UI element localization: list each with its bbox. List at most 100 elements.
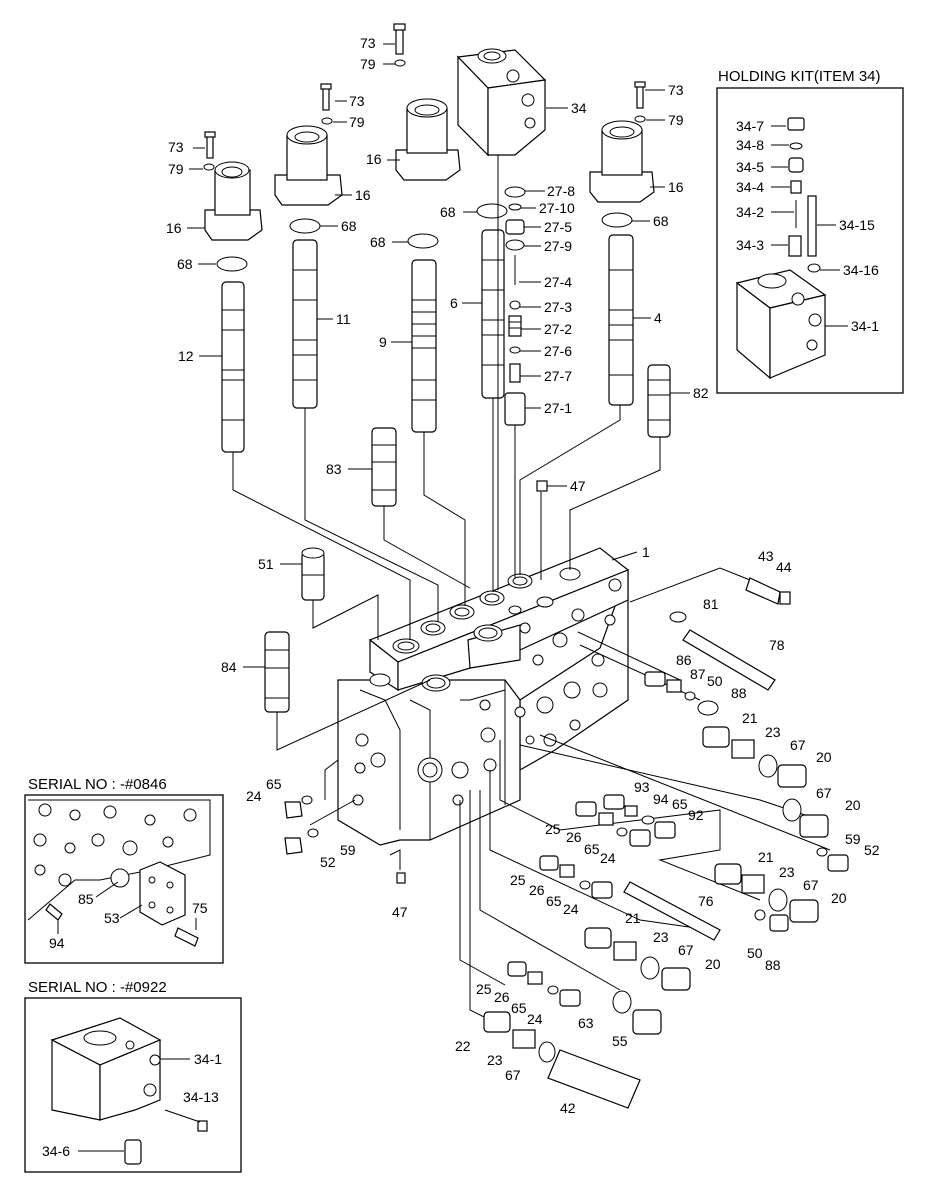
- callout-81: 81: [703, 596, 719, 612]
- kit-callout-34-2: 34-2: [736, 204, 764, 220]
- callout-65: 65: [584, 841, 600, 857]
- callout-65: 65: [546, 893, 562, 909]
- callout-93: 93: [634, 779, 650, 795]
- o-rings-68: [216, 203, 633, 272]
- callout-12: 12: [178, 348, 194, 364]
- callout-73: 73: [360, 35, 376, 51]
- callout-27-7: 27-7: [544, 368, 572, 384]
- callout-76: 76: [698, 893, 714, 909]
- serial-0922-title: SERIAL NO : -#0922: [28, 979, 167, 996]
- callout-21: 21: [742, 710, 758, 726]
- callout-73: 73: [668, 82, 684, 98]
- callout-26: 26: [566, 829, 582, 845]
- callout-22: 22: [455, 1038, 471, 1054]
- callout-67: 67: [816, 785, 832, 801]
- callout-24: 24: [246, 788, 262, 804]
- callout-27-8: 27-8: [547, 183, 575, 199]
- callout-27-6: 27-6: [544, 343, 572, 359]
- callout-79: 79: [349, 114, 365, 130]
- serial-0846-inset: [27, 799, 211, 947]
- holding-kit-frame: [716, 87, 904, 394]
- callout-27-2: 27-2: [544, 321, 572, 337]
- callout-47: 47: [570, 478, 586, 494]
- callout-73: 73: [349, 93, 365, 109]
- callout-20: 20: [705, 956, 721, 972]
- callout-65: 65: [672, 796, 688, 812]
- callout-78: 78: [769, 637, 785, 653]
- callout-20: 20: [845, 797, 861, 813]
- callout-27-10: 27-10: [539, 200, 575, 216]
- callout-63: 63: [578, 1015, 594, 1031]
- callout-23: 23: [653, 929, 669, 945]
- callout-42: 42: [560, 1100, 576, 1116]
- callout-68: 68: [370, 234, 386, 250]
- callout-47: 47: [392, 904, 408, 920]
- callout-52: 52: [864, 842, 880, 858]
- leader-lines: [232, 155, 831, 1021]
- right-parts: [284, 577, 849, 1109]
- callout-27-9: 27-9: [544, 238, 572, 254]
- callout-23: 23: [779, 864, 795, 880]
- callout-ticks: [187, 43, 690, 668]
- callout-20: 20: [816, 749, 832, 765]
- callout-68: 68: [440, 204, 456, 220]
- callout-50: 50: [707, 673, 723, 689]
- serial-0846-frame: [24, 794, 224, 964]
- inset-callout-34-6: 34-6: [42, 1143, 70, 1159]
- callout-44: 44: [776, 559, 792, 575]
- callout-88: 88: [765, 957, 781, 973]
- callout-26: 26: [494, 989, 510, 1005]
- spool-9: [411, 259, 437, 433]
- holding-kit-title: HOLDING KIT(ITEM 34): [718, 68, 881, 85]
- callout-82: 82: [693, 385, 709, 401]
- serial-0922-inset: [50, 1017, 208, 1165]
- callout-25: 25: [476, 981, 492, 997]
- callout-16: 16: [668, 179, 684, 195]
- callout-16: 16: [166, 220, 182, 236]
- kit-callout-34-4: 34-4: [736, 179, 764, 195]
- serial-0922-frame: [24, 997, 242, 1173]
- callout-67: 67: [790, 737, 806, 753]
- kit-callout-34-3: 34-3: [736, 237, 764, 253]
- callout-79: 79: [668, 112, 684, 128]
- callout-21: 21: [625, 910, 641, 926]
- callout-68: 68: [653, 213, 669, 229]
- inset-callout-94: 94: [49, 935, 65, 951]
- callout-16: 16: [366, 151, 382, 167]
- callout-94: 94: [653, 791, 669, 807]
- callout-labels: 73 79 34 73 79 16 16 73 79 16 73 79 16 6…: [42, 35, 880, 1159]
- plug-51: [301, 547, 325, 601]
- main-valve-body: [337, 547, 630, 846]
- inset-callout-34-1: 34-1: [194, 1051, 222, 1067]
- spool-4: [608, 234, 634, 406]
- callout-65: 65: [266, 776, 282, 792]
- callout-34: 34: [571, 100, 587, 116]
- callout-65: 65: [511, 1000, 527, 1016]
- callout-6: 6: [450, 295, 458, 311]
- solenoid-16-right: [589, 120, 655, 203]
- serial-0846-title: SERIAL NO : -#0846: [28, 776, 167, 793]
- callout-25: 25: [510, 872, 526, 888]
- plug-47-top: [536, 480, 548, 492]
- spool-12: [221, 281, 245, 453]
- callout-52: 52: [320, 854, 336, 870]
- callout-68: 68: [177, 256, 193, 272]
- spool-end-parts-27: [504, 186, 526, 426]
- callout-59: 59: [845, 831, 861, 847]
- kit-callout-34-16: 34-16: [843, 262, 879, 278]
- solenoid-16-mid-left: [274, 125, 343, 206]
- kit-callout-34-1: 34-1: [851, 318, 879, 334]
- callout-27-4: 27-4: [544, 274, 572, 290]
- relief-valve-83: [371, 427, 397, 507]
- solenoid-16-left: [204, 161, 263, 241]
- callout-79: 79: [168, 161, 184, 177]
- callout-23: 23: [487, 1052, 503, 1068]
- callout-50: 50: [747, 945, 763, 961]
- callout-59: 59: [340, 842, 356, 858]
- callout-67: 67: [678, 942, 694, 958]
- callout-16: 16: [355, 187, 371, 203]
- callout-87: 87: [690, 666, 706, 682]
- kit-callout-34-15: 34-15: [839, 217, 875, 233]
- callout-24: 24: [600, 850, 616, 866]
